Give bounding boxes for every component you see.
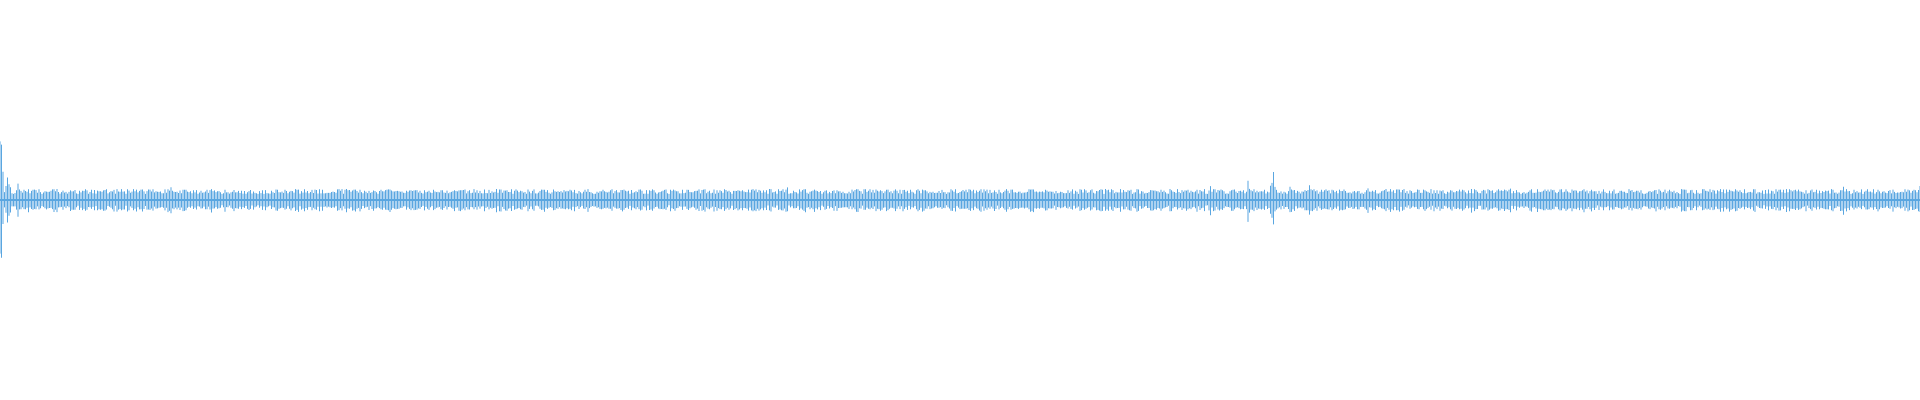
waveform-bars	[0, 141, 1920, 258]
